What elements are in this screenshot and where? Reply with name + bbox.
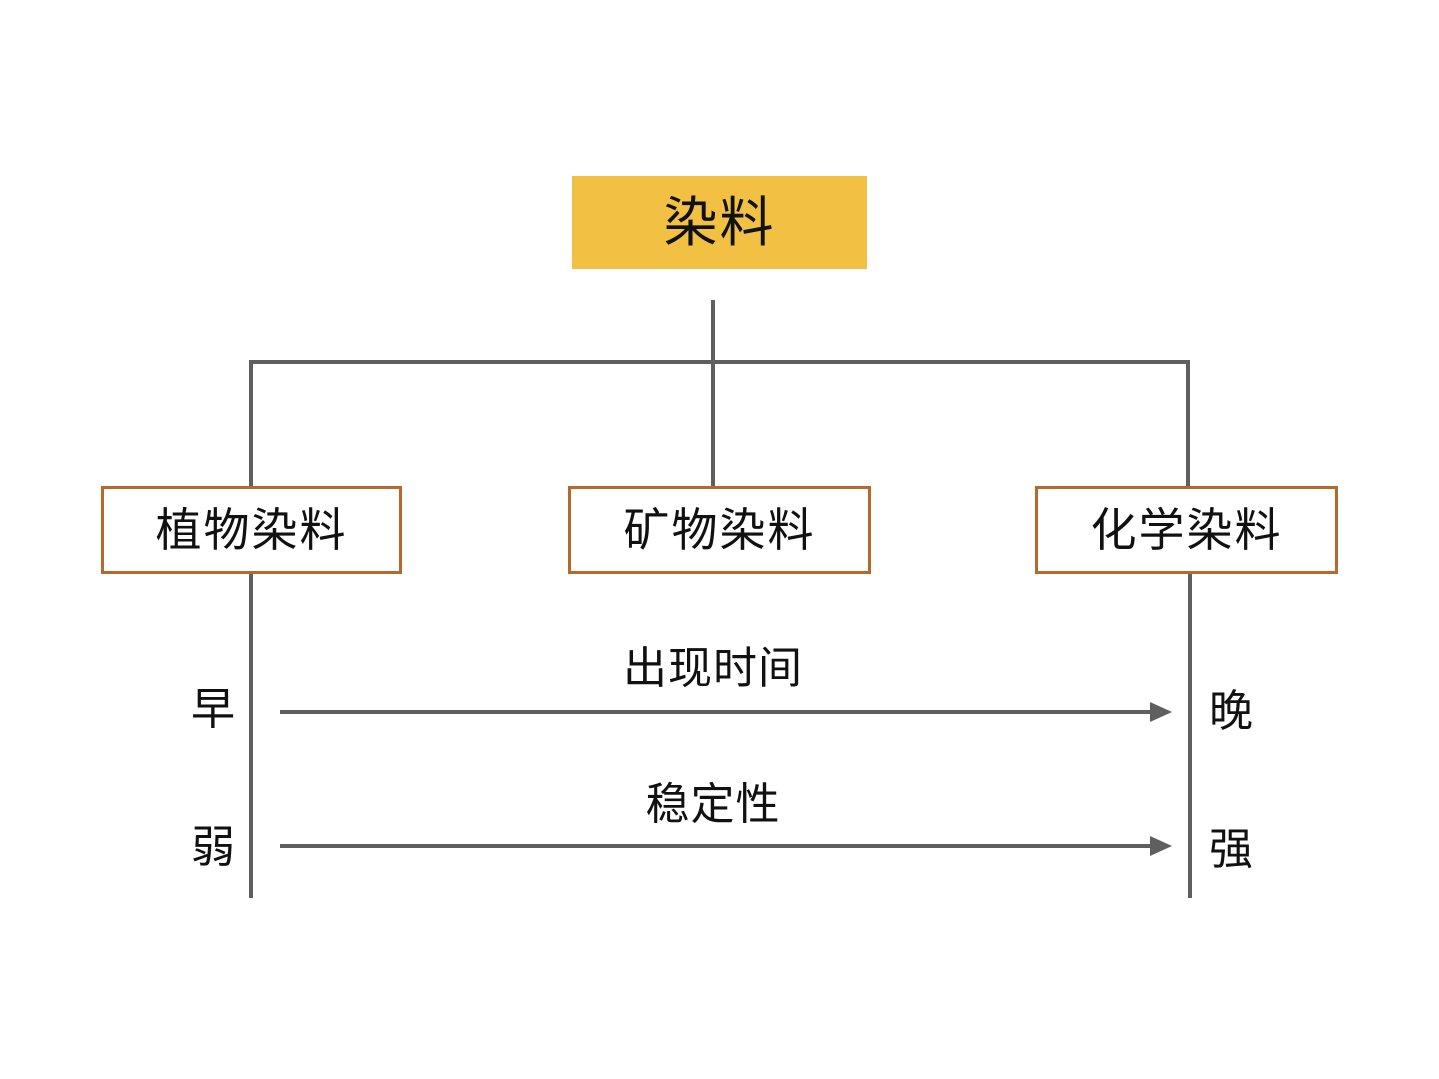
time-right-label: 晚: [1209, 686, 1253, 737]
child-node-label: 植物染料: [155, 503, 348, 557]
stability-axis-title: 稳定性: [645, 779, 781, 830]
root-node-dye: 染料: [572, 176, 867, 269]
root-node-label: 染料: [663, 190, 776, 254]
stability-arrow-head: [1150, 836, 1172, 856]
child-node-chemical-dye: 化学染料: [1035, 486, 1338, 574]
stability-left-label: 弱: [191, 822, 235, 873]
time-arrow-head: [1150, 702, 1172, 722]
stability-right-label: 强: [1209, 824, 1253, 875]
time-axis-title: 出现时间: [623, 643, 803, 694]
child-node-mineral-dye: 矿物染料: [568, 486, 871, 574]
child-node-plant-dye: 植物染料: [101, 486, 402, 574]
time-left-label: 早: [191, 684, 235, 735]
child-node-label: 矿物染料: [623, 503, 816, 557]
child-node-label: 化学染料: [1090, 503, 1283, 557]
